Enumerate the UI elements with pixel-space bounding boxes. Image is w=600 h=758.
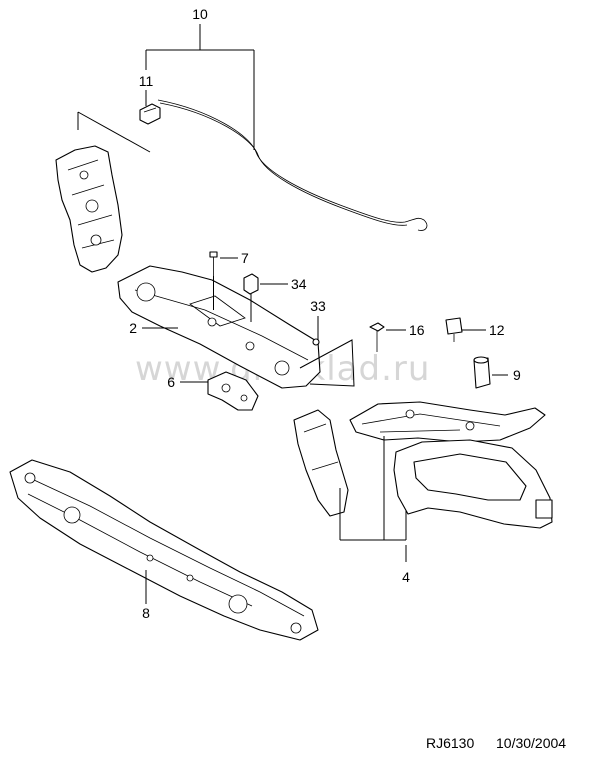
callout-4: 4: [402, 569, 410, 585]
callout-33: 33: [310, 298, 326, 314]
drawing-date: 10/30/2004: [496, 735, 566, 751]
callout-8: 8: [142, 605, 150, 621]
leader-lines: [77, 24, 508, 604]
part-4-left-bracket: [293, 409, 349, 517]
part-11-cable-clip: [139, 103, 161, 125]
callout-7: 7: [241, 250, 249, 266]
part-7-bolt: [209, 251, 218, 276]
part-4-right-housing: [393, 439, 553, 529]
part-16-bolt: [369, 322, 385, 352]
callout-10: 10: [192, 6, 208, 22]
part-12-clip: [445, 317, 463, 342]
callout-16: 16: [409, 322, 425, 338]
part-8-lower-crossmember: [9, 459, 319, 641]
part-2-upper-panel: [117, 265, 321, 389]
part-34-nut: [243, 273, 259, 295]
part-9-bump-stop: [473, 356, 491, 389]
callout-9: 9: [513, 367, 521, 383]
callout-6: 6: [167, 374, 175, 390]
right-upper-rail: [349, 401, 546, 443]
callout-2: 2: [129, 320, 137, 336]
callout-34: 34: [291, 276, 307, 292]
left-side-member: [55, 145, 123, 273]
part-33-screw: [312, 338, 320, 346]
drawing-code: RJ6130: [426, 735, 474, 751]
callout-12: 12: [489, 322, 505, 338]
callout-11: 11: [139, 73, 154, 89]
part-10-hood-cable: [157, 99, 428, 231]
part-6-latch-bracket: [207, 371, 259, 411]
